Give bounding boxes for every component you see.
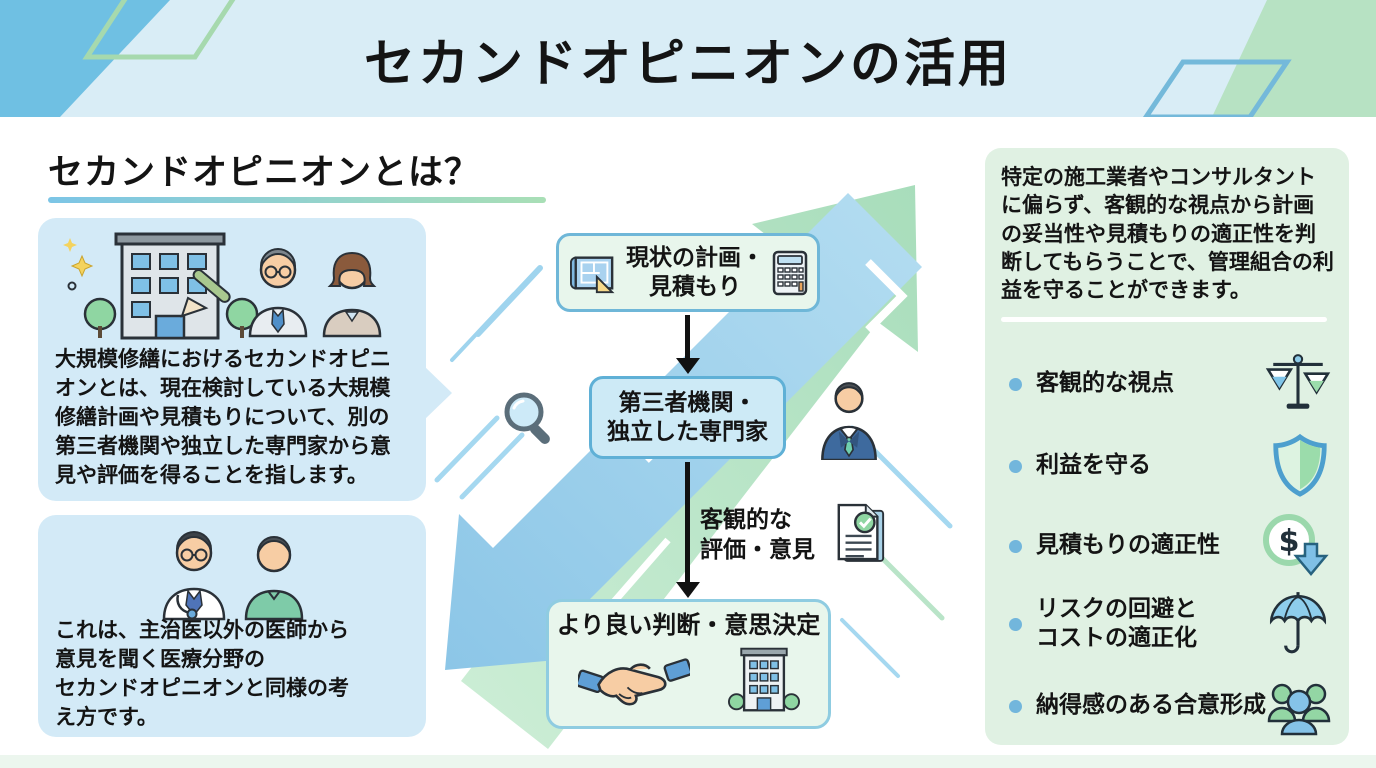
down-arrow-1-head (676, 358, 700, 374)
sparkle-icon (70, 254, 94, 278)
benefit-label: 利益を守る (1036, 452, 1151, 479)
benefits-description: 特定の施工業者やコンサルタントに偏らず、客観的な視点から計画の妥当性や見積もりの… (1001, 165, 1334, 303)
cost-appropriate-icon: $ (1263, 514, 1329, 576)
flow-step-third-party: 第三者機関・ 独立した専門家 (589, 376, 786, 459)
consensus-people-icon (1267, 683, 1331, 736)
doctors-illustration (162, 531, 304, 621)
businessman-icon (821, 382, 877, 460)
scales-icon (1265, 354, 1331, 409)
medical-analogy-box: これは、主治医以外の医師から 意見を聞く医療分野の セカンドオピニオンと同様の考… (38, 515, 426, 737)
building-icon (727, 647, 800, 712)
arrow-label: 客観的な 評価・意見 (700, 507, 815, 563)
sparkle-icon (63, 238, 77, 252)
brush-tip (180, 296, 209, 318)
flow-step2-label: 第三者機関・ 独立した専門家 (607, 389, 768, 445)
set-square-icon (595, 274, 615, 293)
benefit-label: 客観的な視点 (1036, 370, 1174, 397)
benefit-label: 見積もりの適正性 (1036, 532, 1220, 559)
down-arrow-2-head (676, 582, 700, 598)
benefit-item-objective-view: 客観的な視点 (1009, 348, 1339, 420)
down-arrow-2-shaft (685, 462, 690, 584)
definition-text: 大規模修繕におけるセカンドオピニオンとは、現在検討している大規模修繕計画や見積も… (55, 347, 391, 487)
header-band (0, 0, 1376, 117)
consultant-woman-icon (322, 251, 382, 338)
flow-step3-label: より良い判断・意思決定 (556, 611, 821, 639)
benefits-panel: 特定の施工業者やコンサルタントに偏らず、客観的な視点から計画の妥当性や見積もりの… (985, 148, 1349, 745)
benefit-item-protect-interests: 利益を守る (1009, 430, 1339, 502)
benefit-item-risk-cost: リスクの回避と コストの適正化 (1009, 580, 1339, 668)
intro-heading: セカンドオピニオンとは？ (48, 153, 481, 193)
benefit-label: 納得感のある合意形成 (1036, 692, 1266, 719)
definition-box: 大規模修繕におけるセカンドオピニオンとは、現在検討している大規模修繕計画や見積も… (38, 218, 452, 501)
flow-step-decision: より良い判断・意思決定 (546, 599, 831, 729)
header-blue-outline (1142, 59, 1292, 117)
white-chevron-decoration (865, 259, 908, 333)
building-renovation-illustration (63, 232, 382, 340)
bullet-dot (1009, 539, 1022, 553)
handshake-icon (577, 658, 690, 706)
analogy-text: これは、主治医以外の医師から 意見を聞く医療分野の セカンドオピニオンと同様の考… (55, 618, 349, 729)
header-green-outline (82, 0, 236, 60)
bullet-dot (1009, 699, 1022, 713)
doctor-icon (162, 531, 226, 621)
shield-icon (1273, 433, 1327, 497)
patient-icon (244, 536, 304, 621)
document-check-icon (837, 503, 885, 562)
calculator-icon (772, 250, 808, 295)
svg-text:$: $ (1279, 524, 1300, 559)
magnifier-icon (504, 392, 550, 444)
umbrella-icon (1269, 592, 1327, 654)
bullet-dot (1009, 617, 1022, 631)
sparkle-dot (67, 281, 77, 291)
brush-handle (192, 269, 231, 303)
bottom-strip (0, 755, 1376, 768)
header-decoration (0, 0, 1376, 117)
consultant-man-icon (248, 248, 308, 338)
bullet-dot (1009, 377, 1022, 391)
benefit-item-consensus: 納得感のある合意形成 (1009, 672, 1339, 740)
heading-underline (48, 197, 546, 203)
flow-step1-label: 現状の計画・ 見積もり (626, 244, 764, 300)
building-renovation-icon (83, 232, 259, 340)
benefit-item-fair-estimate: 見積もりの適正性 $ (1009, 510, 1339, 582)
decision-icons (577, 643, 800, 715)
divider-line (1001, 317, 1327, 322)
page-title: セカンドオピニオンの活用 (363, 35, 1012, 94)
bullet-dot (1009, 459, 1022, 473)
benefit-label: リスクの回避と コストの適正化 (1036, 595, 1197, 651)
speech-tail (424, 366, 452, 420)
blueprint-icon (570, 255, 615, 293)
header-green-shape (1212, 0, 1376, 117)
down-arrow-1-shaft (685, 315, 690, 360)
flow-step-current-plan: 現状の計画・ 見積もり (556, 233, 820, 312)
